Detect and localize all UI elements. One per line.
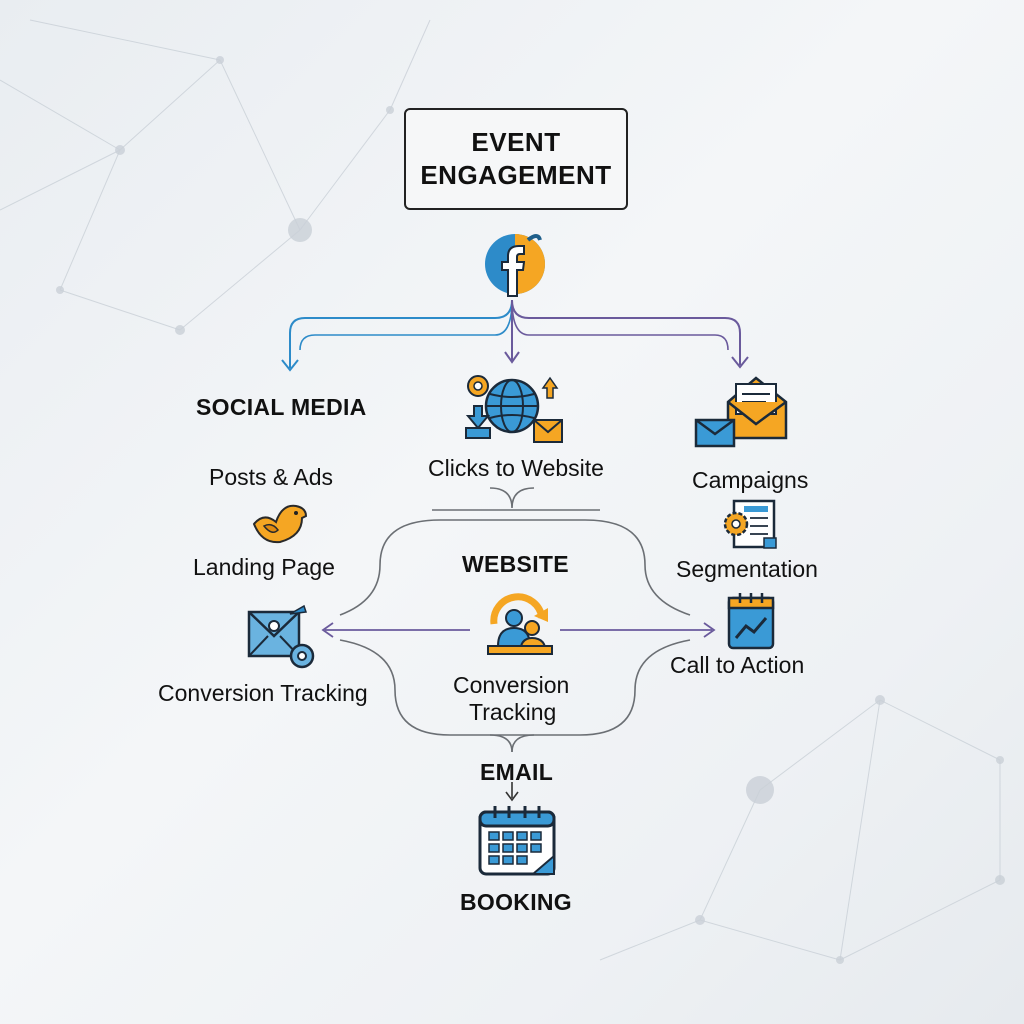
website-heading: WEBSITE — [462, 551, 569, 577]
clicks-to-website-label: Clicks to Website — [428, 455, 604, 481]
chart-calendar-icon — [727, 593, 775, 650]
campaigns-label: Campaigns — [692, 467, 809, 493]
posts-ads-label: Posts & Ads — [209, 464, 334, 490]
title-text: EVENT ENGAGEMENT — [420, 127, 612, 190]
call-to-action-label: Call to Action — [670, 652, 805, 678]
document-gear-icon — [723, 499, 777, 549]
conversion-tracking-left-label: Conversion Tracking — [158, 680, 368, 706]
title-box: EVENT ENGAGEMENT — [404, 108, 628, 210]
envelope-target-icon — [247, 604, 315, 669]
conversion-tracking-center-label-2: Tracking — [469, 699, 557, 725]
facebook-icon — [485, 234, 545, 297]
landing-page-label: Landing Page — [193, 554, 335, 580]
email-icon — [694, 376, 788, 448]
globe-icon — [465, 375, 563, 443]
segmentation-label: Segmentation — [676, 556, 818, 582]
conversion-tracking-center-label-1: Conversion — [453, 672, 570, 698]
booking-heading: BOOKING — [460, 889, 572, 915]
users-refresh-icon — [487, 593, 553, 655]
social-media-heading: SOCIAL MEDIA — [196, 394, 367, 420]
email-heading: EMAIL — [480, 759, 554, 785]
calendar-icon — [478, 806, 556, 876]
bird-icon — [252, 504, 308, 544]
